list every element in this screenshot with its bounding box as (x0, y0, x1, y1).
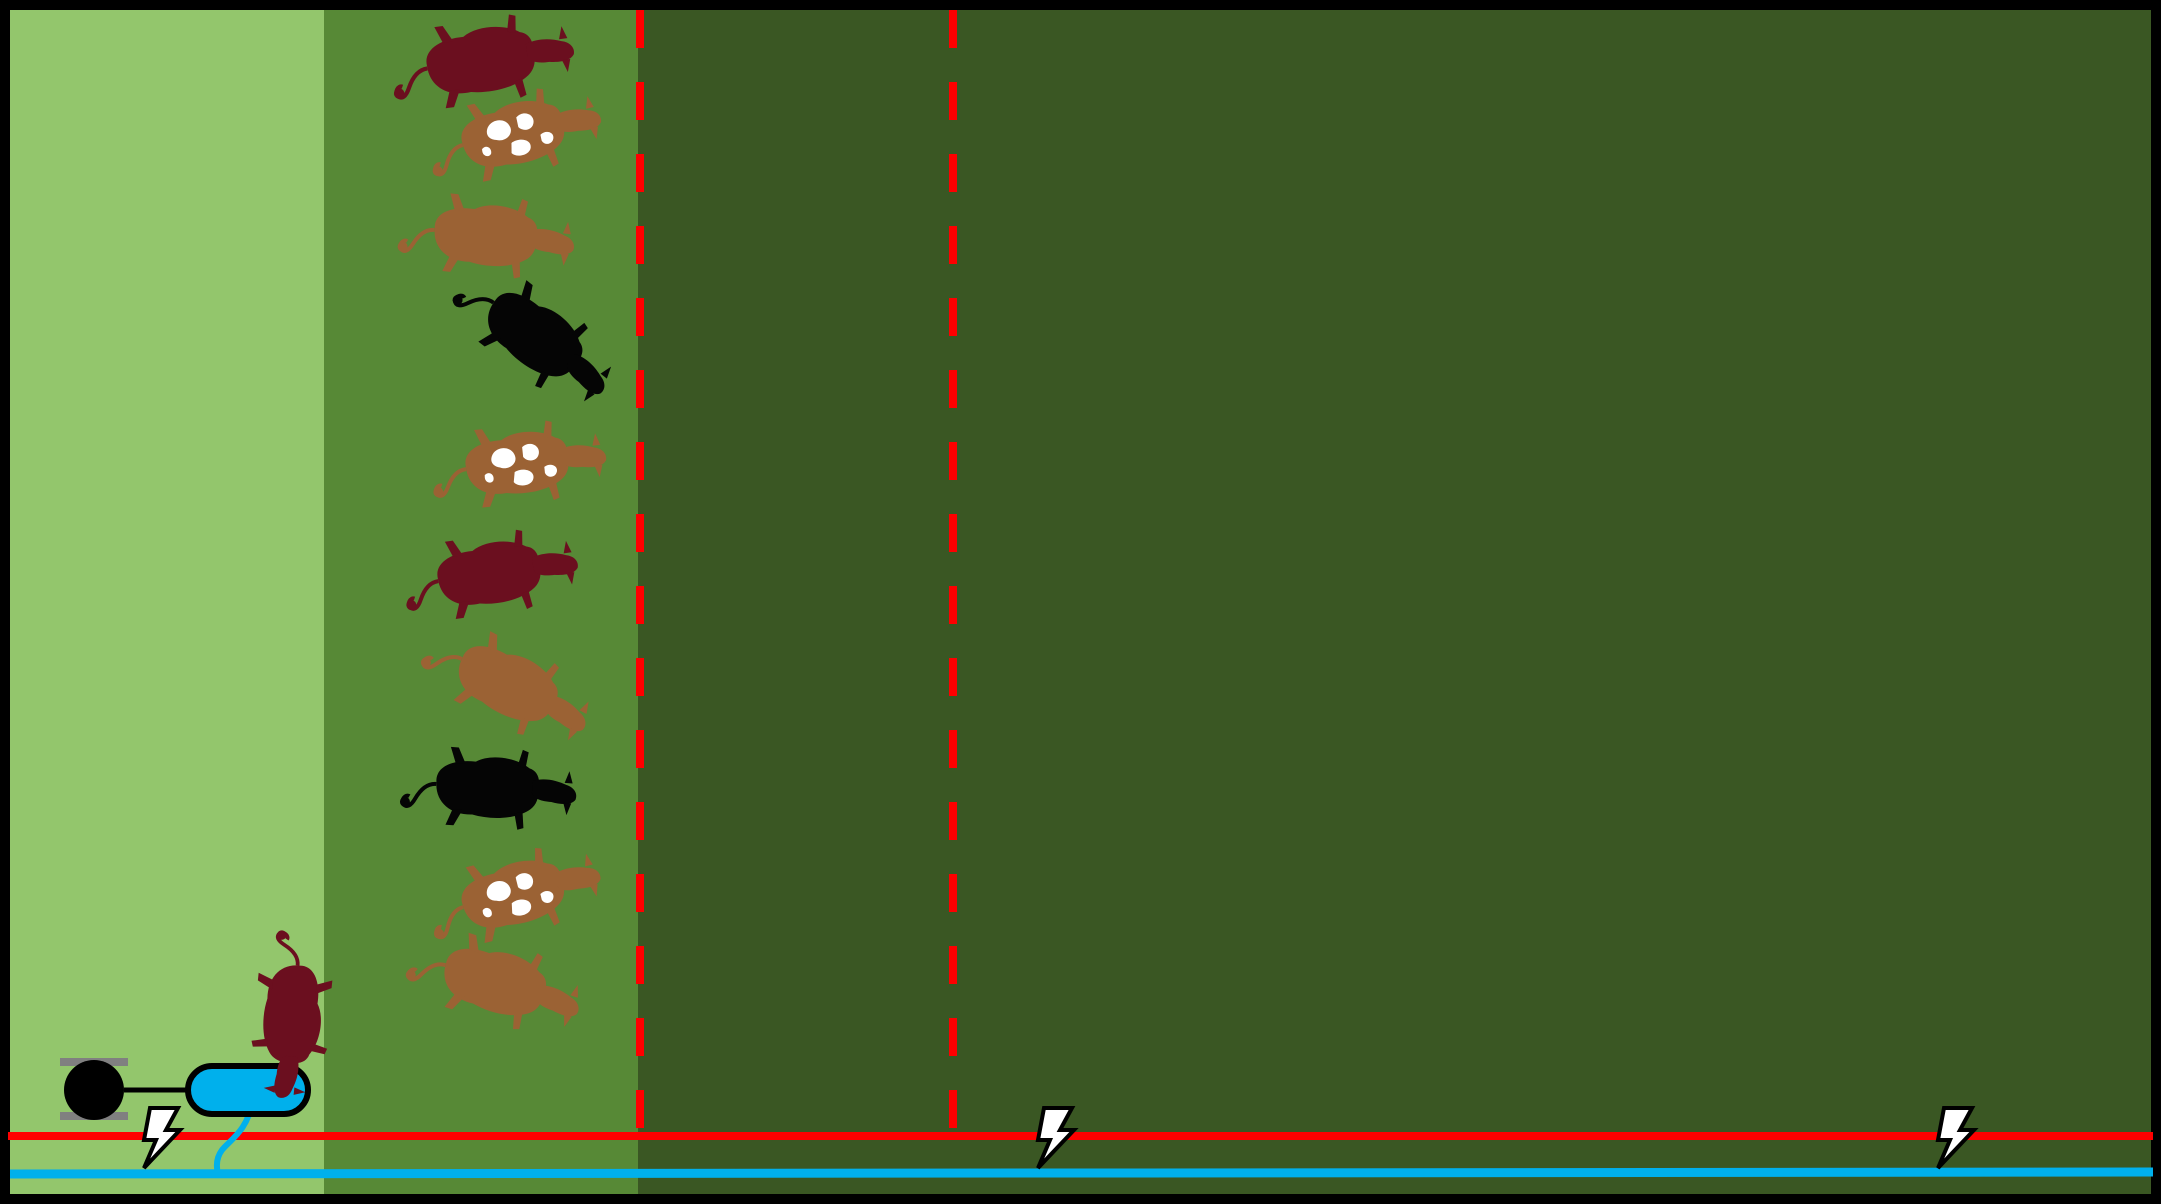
energizer-icon (60, 1058, 188, 1120)
ungrazed-strip (638, 10, 2151, 1194)
water-pipe-branch (213, 1101, 255, 1175)
water-pipe (9, 1167, 2154, 1179)
